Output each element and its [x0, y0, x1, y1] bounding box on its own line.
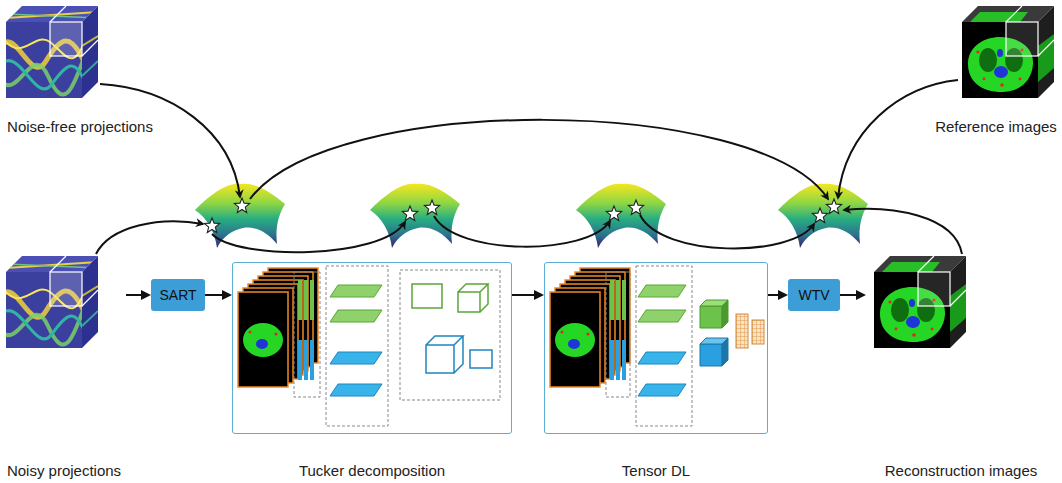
core-slab: [638, 285, 686, 297]
star-marker: [812, 208, 827, 222]
dashed-group: [400, 270, 500, 400]
image-cube: Reconstruction images: [866, 252, 1056, 480]
bone-dot: [561, 331, 564, 334]
tucker-illustration: [238, 266, 500, 426]
factor-bar: [304, 280, 308, 320]
star-marker: [628, 200, 643, 214]
star-marker: [606, 206, 621, 220]
factor-bar: [622, 280, 626, 320]
node-label: Reference images: [935, 118, 1057, 136]
star-marker: [826, 199, 841, 213]
factor-bar: [622, 340, 626, 380]
method-panel: Tensor DL: [544, 262, 768, 480]
slice-stack: [550, 268, 630, 387]
noise-free-cube: [1, 6, 98, 98]
curve-arrow: [212, 222, 405, 252]
process-box: WTV: [788, 279, 840, 311]
curve-arrow: [250, 120, 828, 199]
process-box: SART: [151, 279, 205, 311]
core-slab: [638, 310, 686, 322]
sparse-code-grid: [736, 314, 748, 348]
factor-bar: [616, 340, 620, 380]
node-label: WTV: [798, 286, 829, 304]
method-panel: Tucker decomposition: [232, 262, 512, 480]
flow-arrow: [840, 294, 858, 296]
curve-arrow: [640, 215, 814, 248]
dictionary-cube: [700, 344, 722, 366]
image-slice: [238, 292, 288, 387]
body-phantom: [555, 323, 595, 357]
slice-stack: [238, 268, 318, 387]
body-phantom: [243, 323, 283, 357]
wire-cube: [458, 284, 488, 312]
core-slab: [330, 352, 382, 364]
wire-block: [470, 350, 492, 368]
tensor-dl-illustration: [550, 266, 764, 426]
dashed-group: [606, 272, 630, 397]
node-label: Noise-free projections: [7, 118, 153, 136]
curve-arrow: [838, 80, 958, 198]
factor-bar: [304, 340, 308, 380]
factor-bar: [310, 340, 314, 380]
factor-bar: [298, 280, 302, 320]
organ: [256, 339, 268, 349]
panel-frame: [232, 262, 512, 434]
dictionary-cube: [722, 338, 728, 366]
dashed-group: [636, 266, 692, 426]
reconstruction-cube: [874, 256, 966, 348]
sparse-code-grid: [752, 320, 764, 344]
factor-bar: [310, 280, 314, 320]
star-marker: [234, 198, 249, 212]
panel-frame: [544, 262, 768, 434]
wire-cube: [426, 336, 463, 373]
node-label: Tensor DL: [622, 462, 690, 480]
factor-bar: [616, 280, 620, 320]
core-slab: [638, 384, 686, 396]
star-marker: [402, 206, 417, 220]
node-label: SART: [159, 286, 196, 304]
dashed-group: [294, 272, 320, 397]
star-marker: [204, 218, 219, 232]
organ: [568, 339, 580, 349]
curve-arrow: [96, 221, 203, 254]
dashed-group: [326, 266, 388, 426]
curve-arrow: [100, 84, 240, 197]
loss-surface: [576, 184, 666, 248]
bone-dot: [249, 331, 252, 334]
factor-bar: [610, 280, 614, 320]
bone-dot: [587, 333, 590, 336]
star-marker: [424, 200, 439, 214]
bone-dot: [275, 333, 278, 336]
image-cube: Noisy projections: [2, 252, 126, 480]
core-slab: [638, 352, 686, 364]
core-slab: [330, 285, 382, 297]
flow-arrow: [126, 294, 143, 296]
node-label: Reconstruction images: [885, 462, 1038, 480]
noisy-cube: [1, 256, 98, 348]
factor-bar: [298, 340, 302, 380]
curve-arrows: [96, 80, 962, 254]
flow-arrow: [205, 294, 224, 296]
curve-arrow: [844, 209, 962, 254]
flow-arrow: [512, 294, 536, 296]
image-cube: Noise-free projections: [2, 2, 158, 136]
dictionary-cube: [722, 300, 728, 328]
image-slice: [550, 292, 600, 387]
curve-arrow: [434, 216, 610, 247]
core-slab: [330, 310, 382, 322]
dictionary-cube: [700, 306, 722, 328]
wire-block: [412, 284, 442, 308]
factor-bar: [610, 340, 614, 380]
node-label: Tucker decomposition: [299, 462, 445, 480]
image-cube: Reference images: [932, 2, 1060, 136]
edge-group: [126, 295, 858, 296]
reference-cube: [962, 6, 1054, 98]
node-label: Noisy projections: [7, 462, 121, 480]
core-slab: [330, 384, 382, 396]
flow-arrow: [768, 294, 780, 296]
